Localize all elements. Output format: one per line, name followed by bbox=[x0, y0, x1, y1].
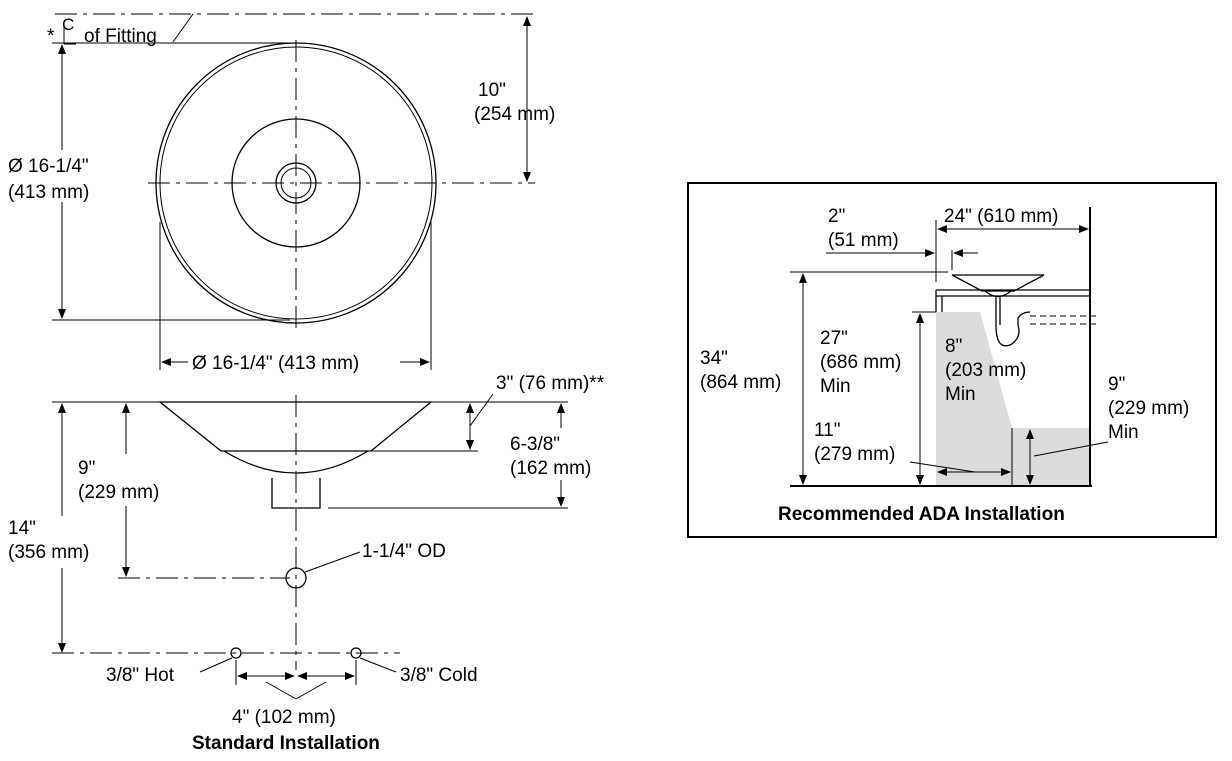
ada-dim-9: 9" (229 mm) Min bbox=[1026, 374, 1189, 485]
centerline-symbol: C bbox=[62, 15, 74, 34]
dim-10-in: 10" bbox=[478, 80, 506, 101]
ada-dim-2: 2" (51 mm) bbox=[826, 206, 978, 282]
ada-caption: Recommended ADA Installation bbox=[778, 504, 1065, 525]
drain-outlet: 1-1/4" OD bbox=[285, 541, 446, 589]
ada-dim-2-mm: (51 mm) bbox=[828, 230, 899, 251]
ada-dim-27-min: Min bbox=[820, 376, 851, 397]
dim-638-in: 6-3/8" bbox=[510, 434, 560, 455]
ada-dim-11: 11" (279 mm) bbox=[814, 420, 1013, 486]
ada-dim-8-in: 8" bbox=[945, 336, 962, 357]
fitting-centerline: * C of Fitting bbox=[47, 13, 535, 47]
standard-installation: * C of Fitting 10" (254 mm) Ø 16-1/4" (4… bbox=[6, 13, 616, 754]
hot-label: 3/8" Hot bbox=[106, 665, 175, 686]
dim-14-mm: (356 mm) bbox=[8, 542, 89, 563]
ada-dim-9-min: Min bbox=[1108, 422, 1139, 443]
ada-dim-11-in: 11" bbox=[814, 420, 840, 441]
dim-10: 10" (254 mm) bbox=[474, 16, 555, 182]
ada-dim-34: 34" (864 mm) bbox=[698, 271, 948, 485]
dim-3-label: 3" (76 mm)** bbox=[496, 373, 605, 394]
cold-label: 3/8" Cold bbox=[400, 665, 478, 686]
dia-v-mm: (413 mm) bbox=[8, 182, 89, 203]
dim-10-mm: (254 mm) bbox=[474, 104, 555, 125]
dim-9: 9" (229 mm) bbox=[52, 401, 290, 579]
ada-dim-34-in: 34" bbox=[700, 348, 728, 369]
ada-dim-11-mm: (279 mm) bbox=[814, 444, 895, 465]
sink-top-view bbox=[148, 40, 535, 330]
dim-3: 3" (76 mm)** bbox=[371, 373, 605, 452]
dim-diameter-vertical: Ø 16-1/4" (413 mm) bbox=[6, 42, 290, 321]
ada-frame bbox=[687, 182, 1217, 538]
knee-clearance bbox=[936, 312, 1090, 486]
spacing-label: 4" (102 mm) bbox=[232, 707, 336, 728]
ada-dim-8-min: Min bbox=[945, 384, 976, 405]
ada-dim-8: 8" (203 mm) Min bbox=[945, 336, 1026, 405]
ada-installation: 2" (51 mm) 24" (610 mm) 34" (864 mm) bbox=[687, 182, 1217, 538]
ada-dim-2-in: 2" bbox=[828, 206, 845, 227]
sink-side-view bbox=[158, 395, 433, 670]
dim-9-in: 9" bbox=[78, 458, 95, 479]
fitting-label: of Fitting bbox=[84, 26, 157, 47]
dim-6-3-8: 6-3/8" (162 mm) bbox=[328, 401, 616, 509]
drain-od-label: 1-1/4" OD bbox=[362, 541, 446, 562]
supply-lines: 3/8" Hot 3/8" Cold 4" (102 mm) bbox=[52, 647, 478, 728]
dia-h: Ø 16-1/4" (413 mm) bbox=[192, 353, 359, 374]
dim-9-mm: (229 mm) bbox=[78, 482, 159, 503]
dim-638-mm: (162 mm) bbox=[510, 458, 591, 479]
counter bbox=[935, 289, 1090, 312]
ada-dim-34-mm: (864 mm) bbox=[700, 372, 781, 393]
ada-dim-27-mm: (686 mm) bbox=[820, 352, 901, 373]
standard-caption: Standard Installation bbox=[192, 733, 380, 754]
ada-basin bbox=[951, 274, 1096, 347]
dia-v-in: Ø 16-1/4" bbox=[8, 156, 89, 177]
ada-dim-27-in: 27" bbox=[820, 328, 848, 349]
ada-dim-8-mm: (203 mm) bbox=[945, 360, 1026, 381]
ada-dim-9-mm: (229 mm) bbox=[1108, 398, 1189, 419]
ada-dim-27: 27" (686 mm) Min bbox=[818, 311, 936, 485]
dim-14-in: 14" bbox=[8, 518, 36, 539]
fitting-prefix: * bbox=[47, 26, 55, 47]
ada-dim-9-in: 9" bbox=[1108, 374, 1125, 395]
dim-14: 14" (356 mm) bbox=[6, 403, 118, 653]
ada-dim-24: 24" (610 mm) bbox=[937, 206, 1089, 233]
ada-dim-24-label: 24" (610 mm) bbox=[944, 206, 1058, 227]
dim-diameter-horizontal: Ø 16-1/4" (413 mm) bbox=[159, 222, 432, 374]
